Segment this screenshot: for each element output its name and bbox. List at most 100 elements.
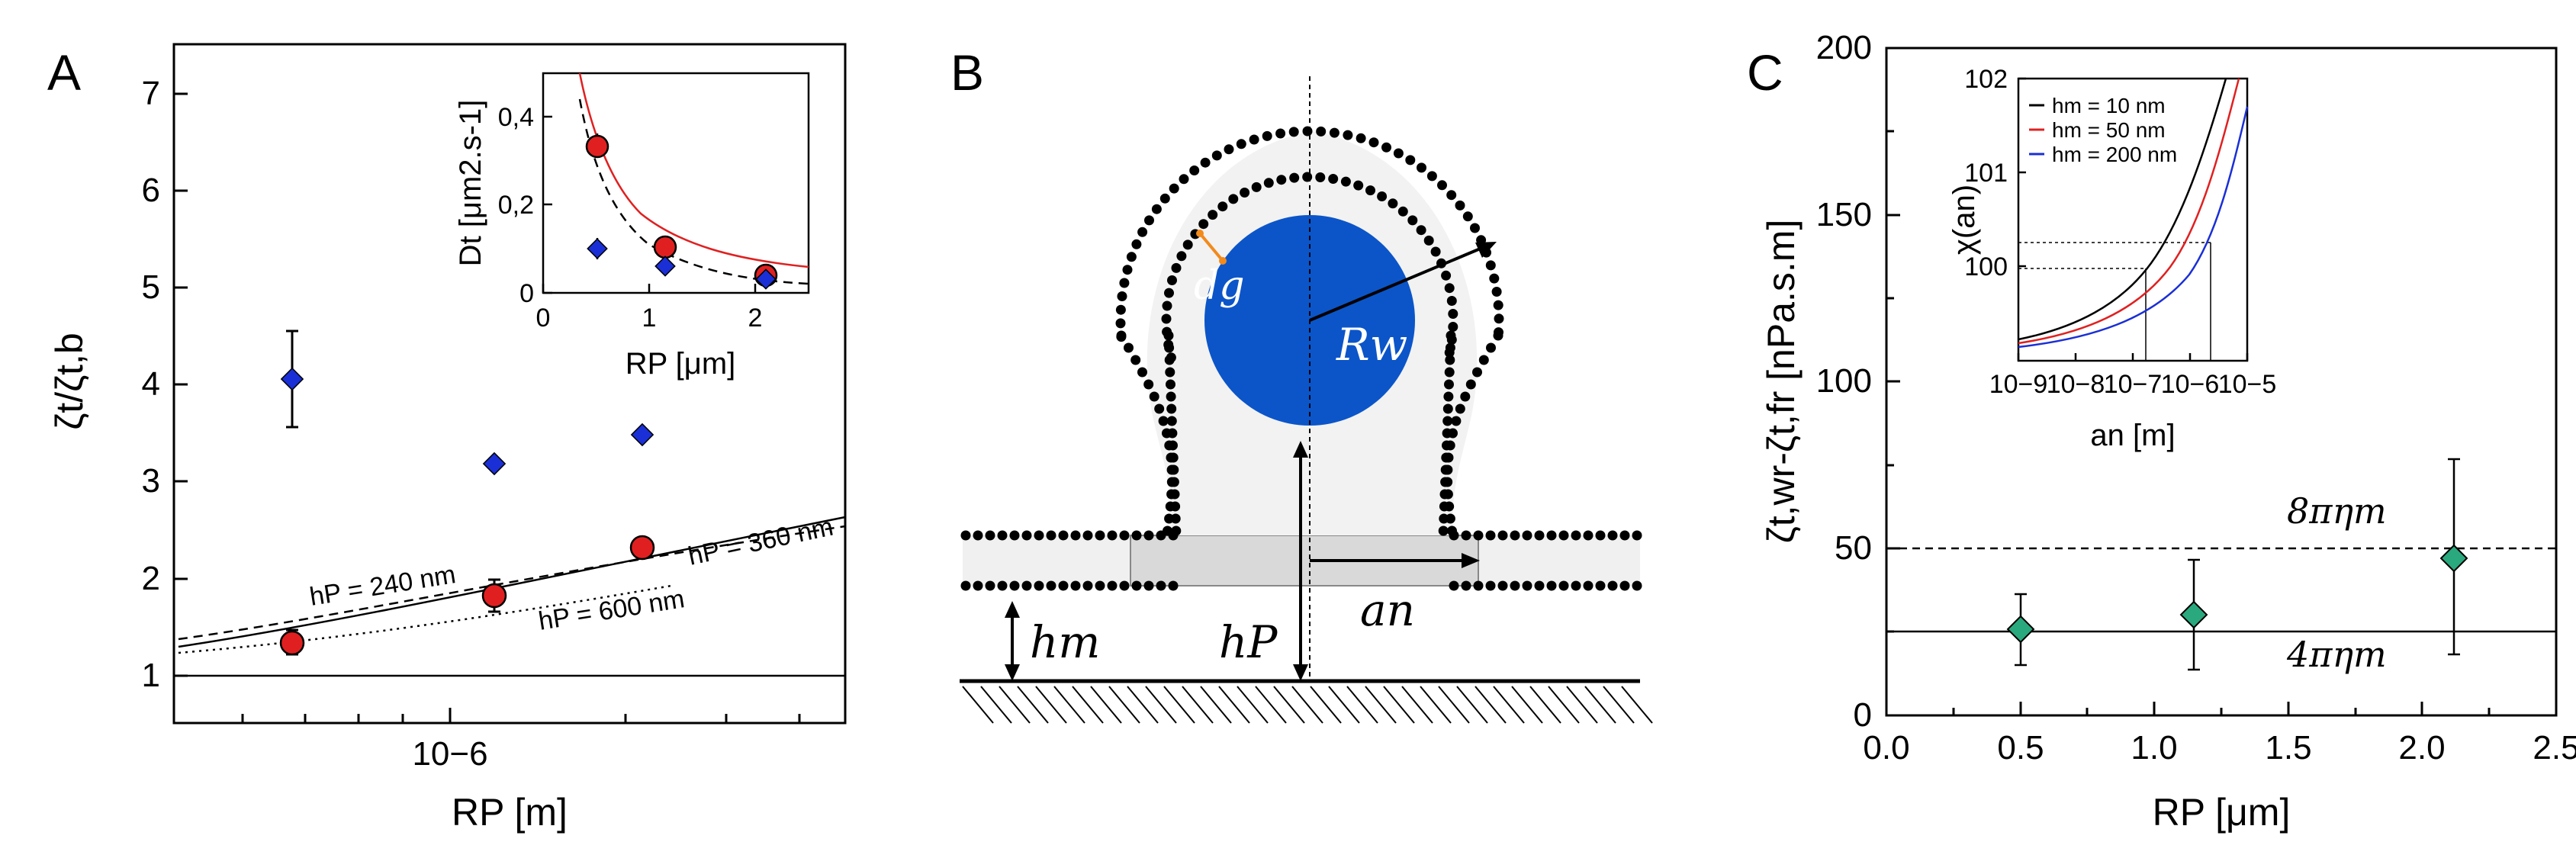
lipid-bead [1440, 477, 1451, 487]
label-an: an [1360, 584, 1415, 636]
lipid-bead [1494, 313, 1504, 324]
hatch-line [1310, 686, 1342, 724]
lipid-bead [1405, 155, 1416, 166]
a-inset-point-red [585, 134, 609, 159]
panel-c-label: C [1747, 44, 1783, 101]
lipid-bead [1164, 288, 1174, 298]
hatch-line [1511, 686, 1543, 724]
lipid-bead [997, 580, 1008, 591]
lipid-bead [1166, 416, 1177, 426]
a-ytick-2: 2 [142, 560, 160, 597]
lipid-bead [1143, 379, 1154, 390]
rw-arrow [1309, 244, 1488, 322]
hatch-line [1365, 686, 1397, 724]
lipid-bead [1046, 580, 1056, 591]
a-data-point-blue [630, 423, 654, 447]
lipid-bead [985, 580, 995, 591]
lipid-bead [1262, 130, 1272, 141]
lipid-bead [1632, 580, 1642, 591]
lipid-bead [1130, 355, 1141, 365]
lipid-beads [960, 126, 1642, 591]
lipid-bead [1149, 391, 1159, 402]
lipid-bead [1340, 176, 1351, 187]
dg-marker-end [1219, 257, 1227, 265]
lipid-bead [1442, 416, 1453, 426]
c-xtick: 1.5 [2265, 729, 2311, 766]
lipid-bead [1440, 464, 1451, 475]
lipid-bead [1302, 172, 1313, 182]
lipid-bead [1423, 235, 1434, 246]
lipid-bead [1510, 530, 1520, 541]
a-ytick-5: 5 [142, 268, 160, 306]
c-error-bars [2015, 458, 2460, 671]
a-inset-point-blue [587, 238, 608, 259]
hatch-line [1053, 686, 1085, 724]
lipid-bead [1119, 278, 1130, 288]
lipid-bead [1449, 580, 1459, 591]
lipid-bead [960, 530, 971, 541]
lipid-bead [1442, 440, 1452, 451]
lipid-bead [1446, 190, 1457, 201]
c-data-point [2006, 615, 2035, 644]
hatch-line [1145, 686, 1177, 724]
a-inset-ytick: 0,2 [498, 191, 534, 220]
c-inset-ytick: 100 [1964, 252, 2008, 281]
lipid-bead [1416, 225, 1426, 236]
lipid-bead [1328, 174, 1339, 184]
a-ytick-3: 3 [142, 462, 160, 500]
lipid-bead [1166, 391, 1176, 402]
hm-arrowhead [1005, 664, 1020, 681]
lipid-bead [1485, 580, 1496, 591]
a-data-point-blue [482, 452, 507, 476]
panel-c-xtick-marks [1885, 702, 2491, 715]
hatch-line [1346, 686, 1378, 724]
lipid-bead [1169, 489, 1180, 500]
hatch-line [1328, 686, 1360, 724]
lipid-bead [1607, 580, 1618, 591]
lipid-bead [1444, 283, 1455, 294]
lipid-bead [1522, 580, 1532, 591]
lipid-bead [1167, 275, 1177, 285]
lipid-bead [1124, 342, 1134, 353]
rw-arrowhead [1475, 242, 1497, 258]
lipid-bead [1166, 379, 1175, 390]
lipid-bead [1034, 530, 1044, 541]
a-inset-dashed-curve [578, 98, 809, 285]
c-ytick: 0 [1854, 696, 1872, 734]
lipid-bead [1137, 227, 1148, 237]
lipid-bead [1119, 580, 1130, 591]
c-inset-legend: hm = 10 nm hm = 50 nm hm = 200 nm [2029, 94, 2177, 166]
lipid-bead [1510, 580, 1520, 591]
hatch-line [1420, 686, 1452, 724]
a-data-point-red [481, 583, 507, 609]
a-inset-xtick: 1 [642, 304, 657, 333]
c-inset-curve-200nm [2018, 106, 2249, 349]
lipid-bead [1478, 355, 1489, 365]
lipid-bead [1070, 580, 1081, 591]
lipid-bead [1115, 304, 1126, 315]
lipid-bead [1107, 580, 1118, 591]
c-data-point [2439, 544, 2468, 573]
lipid-bead [1619, 580, 1630, 591]
lipid-bead [1164, 355, 1175, 365]
c-inset-curve-10nm [2018, 78, 2227, 341]
hatch-line [1493, 686, 1525, 724]
lipid-bead [1131, 580, 1142, 591]
hatch-line [1273, 686, 1305, 724]
lipid-bead [1546, 580, 1557, 591]
lipid-bead [1343, 130, 1353, 140]
lipid-bead [1107, 530, 1118, 541]
lipid-bead [1275, 128, 1286, 139]
lipid-bead [1497, 580, 1508, 591]
c-inset-xtick: 10−5 [2218, 370, 2277, 399]
lipid-bead [985, 530, 995, 541]
a-inset-ylabel: Dt [μm2.s-1] [454, 100, 487, 267]
lipid-bead [1473, 580, 1484, 591]
c-label-8pi: 8πηm [2287, 490, 2387, 532]
lipid-bead [1168, 440, 1178, 451]
lipid-bead [1558, 530, 1569, 541]
lipid-bead [1159, 193, 1170, 204]
lipid-bead [1217, 201, 1228, 212]
lipid-bead [1151, 204, 1162, 214]
lipid-bead [1446, 296, 1457, 306]
